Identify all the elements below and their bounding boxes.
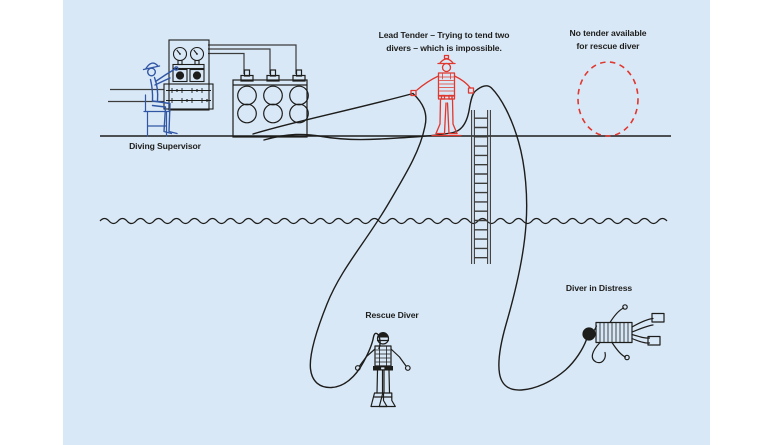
missing-tender-ellipse bbox=[577, 61, 639, 137]
diving-helmet-icon bbox=[582, 325, 598, 341]
legs bbox=[431, 98, 462, 137]
legs-and-boots bbox=[631, 312, 665, 346]
supply-valve-knobs bbox=[172, 68, 205, 83]
chair bbox=[143, 94, 171, 137]
legs-and-boots bbox=[370, 369, 396, 408]
no-tender-label-line1: No tender available bbox=[569, 28, 647, 38]
limp-arms bbox=[591, 304, 630, 364]
diving-supervisor-label: Diving Supervisor bbox=[129, 141, 201, 151]
pressure-gauge-right bbox=[189, 46, 205, 62]
lead-tender-label-line1: Lead Tender – Trying to tend two bbox=[378, 30, 510, 40]
distribution-manifold bbox=[163, 83, 214, 110]
diving-helmet-icon bbox=[376, 332, 390, 345]
rescue-umbilical-line bbox=[252, 92, 427, 389]
diving-supervisor-figure bbox=[142, 62, 179, 137]
lead-tender-label-line2: divers – which is impossible. bbox=[386, 43, 502, 53]
no-tender-label: No tender available for rescue diver bbox=[538, 27, 678, 53]
lead-tender-label: Lead Tender – Trying to tend two divers … bbox=[354, 29, 534, 55]
rescue-diver-label: Rescue Diver bbox=[365, 310, 419, 320]
pressure-gauge-left bbox=[172, 46, 188, 62]
no-tender-label-line2: for rescue diver bbox=[576, 41, 640, 51]
diver-in-distress-label: Diver in Distress bbox=[565, 283, 633, 293]
hard-hat-icon bbox=[437, 54, 456, 65]
lead-tender-figure bbox=[410, 54, 475, 137]
harness bbox=[595, 321, 633, 344]
ladder bbox=[471, 110, 491, 264]
gas-rack bbox=[232, 69, 309, 138]
distress-umbilical-line bbox=[263, 85, 589, 391]
water-line bbox=[99, 217, 668, 225]
safety-vest bbox=[437, 72, 456, 97]
harness-vest bbox=[374, 345, 392, 367]
control-console bbox=[163, 39, 214, 111]
supply-hoses bbox=[108, 44, 297, 103]
rescue-diver-figure bbox=[354, 332, 411, 408]
diver-in-distress-figure bbox=[582, 304, 665, 364]
